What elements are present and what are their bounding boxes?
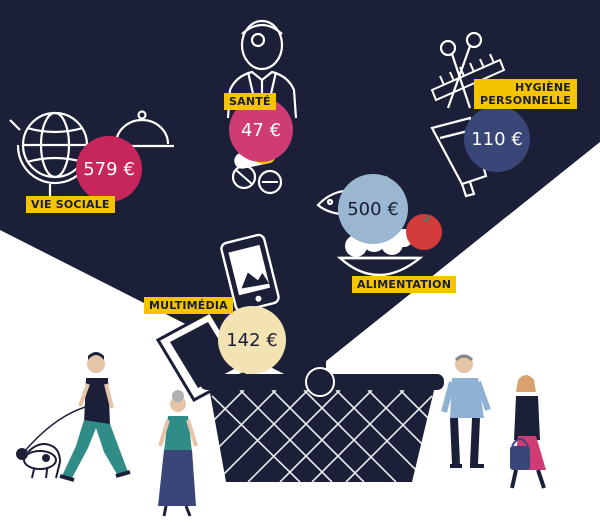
category-label-hygiene: HYGIÈNE PERSONNELLE	[474, 79, 577, 109]
amount-bubble-multimedia: 142 €	[218, 306, 286, 374]
tomato-icon	[406, 214, 442, 250]
basket-icon	[200, 296, 444, 483]
category-label-sante: SANTÉ	[224, 93, 276, 110]
amount-bubble-hygiene: 110 €	[464, 106, 530, 172]
amount-bubble-alimentation: 500 €	[338, 174, 408, 244]
scissors-icon	[439, 31, 483, 109]
category-label-vie-sociale: VIE SOCIALE	[26, 196, 115, 213]
category-label-multimedia: MULTIMÉDIA	[144, 297, 233, 314]
comb-icon	[430, 53, 506, 102]
smartphone-icon	[220, 233, 280, 313]
navy-background	[0, 0, 600, 382]
amount-bubble-vie-sociale: 579 €	[76, 136, 142, 202]
woman-with-bag	[510, 375, 546, 489]
globe-icon	[9, 111, 89, 202]
person-walking-dog	[16, 352, 131, 482]
woman-teal-dress	[158, 390, 198, 517]
man-blue-sweater	[441, 354, 491, 468]
category-label-hygiene-line-1: HYGIÈNE	[515, 81, 571, 94]
category-label-alimentation: ALIMENTATION	[352, 276, 457, 293]
category-label-hygiene-line-2: PERSONNELLE	[480, 94, 571, 107]
